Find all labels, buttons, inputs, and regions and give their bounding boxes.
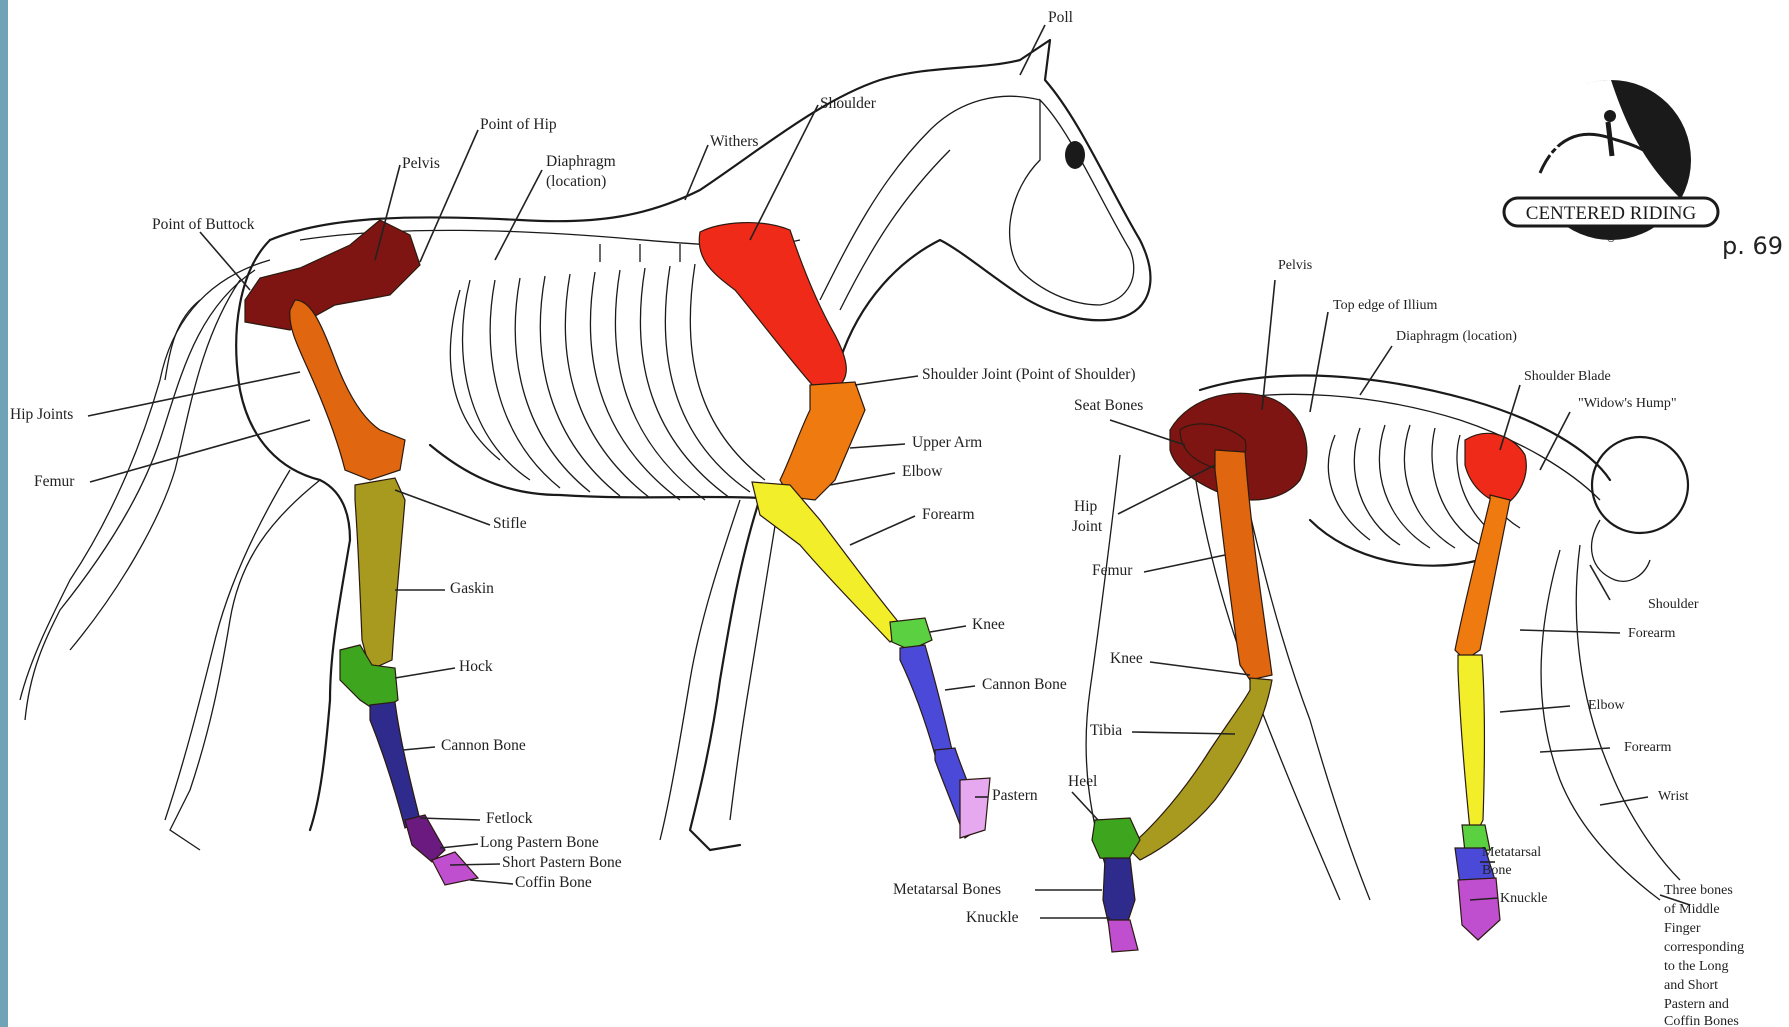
label-cannon-bone-front: Cannon Bone: [982, 676, 1067, 693]
label-hip-joints: Hip Joints: [10, 406, 73, 423]
label-h-wrist: Wrist: [1658, 789, 1689, 804]
human-shoulder-blade: [1465, 433, 1526, 505]
label-diaphragm-2: (location): [546, 173, 606, 190]
human-tibia-bone: [1128, 678, 1272, 860]
horse-labels: Poll Shoulder Withers Point of Hip Pelvi…: [10, 9, 1136, 891]
human-heel-bone: [1092, 818, 1140, 860]
label-h-top-edge-illium: Top edge of Illium: [1333, 298, 1437, 313]
label-h-three-bones-8: Coffin Bones: [1664, 1014, 1739, 1027]
label-hock: Hock: [459, 658, 493, 675]
horse-hind-cannon-bone: [370, 702, 420, 828]
label-h-pelvis: Pelvis: [1278, 258, 1312, 273]
label-pelvis: Pelvis: [402, 155, 440, 172]
label-point-of-hip: Point of Hip: [480, 116, 557, 133]
label-short-pastern: Short Pastern Bone: [502, 854, 622, 871]
label-h-shoulder: Shoulder: [1648, 597, 1699, 612]
label-h-widows-hump: "Widow's Hump": [1578, 396, 1677, 411]
human-humerus-bone: [1455, 495, 1510, 660]
label-long-pastern: Long Pastern Bone: [480, 834, 599, 851]
label-coffin-bone: Coffin Bone: [515, 874, 592, 891]
label-elbow: Elbow: [902, 463, 943, 480]
label-h-metatarsal-bone-2: Bone: [1482, 863, 1512, 878]
page-number: p. 69: [1722, 232, 1783, 260]
label-h-hip-joint-1: Hip: [1074, 498, 1098, 515]
label-h-knee: Knee: [1110, 650, 1143, 667]
label-h-three-bones-2: of Middle: [1664, 902, 1720, 917]
horse-shoulder-bone: [699, 223, 846, 388]
label-h-metatarsal-bone-1: Metatarsal: [1482, 845, 1541, 860]
horse-hind-pastern-bone: [405, 815, 445, 862]
label-withers: Withers: [710, 133, 758, 150]
human-metatarsal-bones: [1103, 858, 1135, 930]
label-upper-arm: Upper Arm: [912, 434, 982, 451]
label-stifle: Stifle: [493, 515, 527, 532]
label-fetlock: Fetlock: [486, 810, 533, 827]
horse-ribcage: [450, 244, 765, 500]
label-h-femur: Femur: [1092, 562, 1133, 579]
label-h-three-bones-7: Pastern and: [1664, 997, 1729, 1012]
human-skeleton: [1086, 376, 1688, 952]
horse-front-cannon-bone: [900, 645, 952, 755]
label-h-knuckle-right: Knuckle: [1500, 891, 1547, 906]
label-forearm: Forearm: [922, 506, 975, 523]
label-h-three-bones-4: corresponding: [1664, 940, 1744, 955]
label-h-three-bones-3: Finger: [1664, 921, 1701, 936]
label-h-three-bones-5: to the Long: [1664, 959, 1729, 974]
horse-knee-bone: [890, 618, 932, 650]
label-h-heel: Heel: [1068, 773, 1097, 790]
label-h-tibia: Tibia: [1090, 722, 1122, 739]
label-h-shoulder-blade: Shoulder Blade: [1524, 369, 1611, 384]
label-femur: Femur: [34, 473, 75, 490]
horse-femur-bone: [290, 300, 405, 480]
human-forearm-bones: [1458, 655, 1484, 830]
label-h-three-bones-6: and Short: [1664, 978, 1718, 993]
label-poll: Poll: [1048, 9, 1073, 26]
label-h-metatarsal-bones: Metatarsal Bones: [893, 881, 1001, 898]
label-gaskin: Gaskin: [450, 580, 494, 597]
horse-forearm-bone: [752, 482, 905, 642]
horse-front-hoof: [960, 778, 990, 838]
label-knee: Knee: [972, 616, 1005, 633]
label-cannon-bone-hind: Cannon Bone: [441, 737, 526, 754]
label-h-three-bones-1: Three bones: [1664, 883, 1733, 898]
label-h-elbow: Elbow: [1588, 698, 1625, 713]
label-h-forearm-1: Forearm: [1628, 626, 1676, 641]
label-shoulder: Shoulder: [820, 95, 877, 112]
horse-upper-arm-bone: [780, 382, 865, 500]
centered-riding-logo: CENTERED RIDING ®: [1500, 78, 1722, 248]
logo-registered-mark: ®: [1606, 234, 1616, 245]
human-knuckle-left: [1108, 920, 1138, 952]
label-h-diaphragm: Diaphragm (location): [1396, 329, 1517, 344]
logo-text: CENTERED RIDING: [1526, 203, 1697, 224]
human-finger-bones: [1458, 878, 1500, 940]
label-point-of-buttock: Point of Buttock: [152, 216, 255, 233]
horse-gaskin-bone: [355, 478, 405, 670]
label-h-hip-joint-2: Joint: [1072, 518, 1103, 535]
label-pastern: Pastern: [992, 787, 1038, 804]
label-h-forearm-2: Forearm: [1624, 740, 1672, 755]
label-h-knuckle-left: Knuckle: [966, 909, 1019, 926]
label-h-seat-bones: Seat Bones: [1074, 397, 1143, 414]
label-diaphragm-1: Diaphragm: [546, 153, 616, 170]
label-shoulder-joint: Shoulder Joint (Point of Shoulder): [922, 366, 1136, 383]
